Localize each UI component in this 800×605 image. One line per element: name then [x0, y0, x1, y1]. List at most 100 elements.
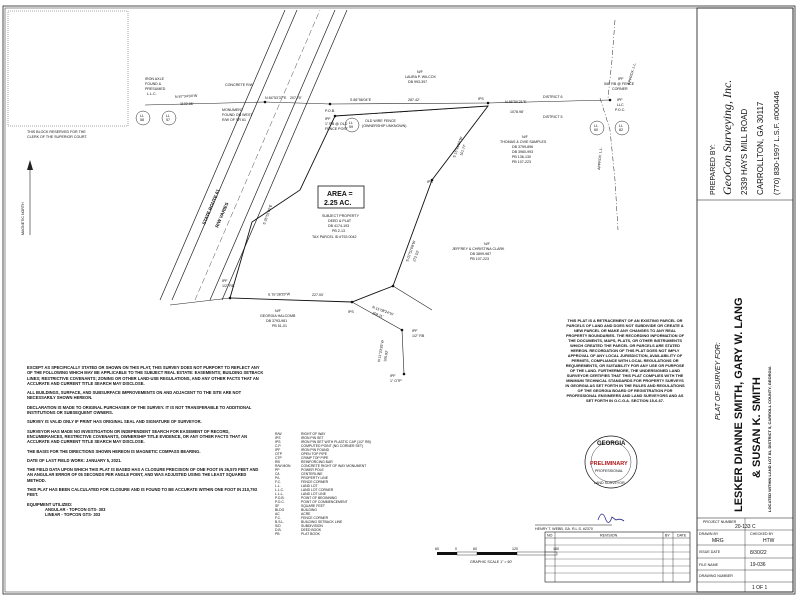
- svg-text:82: 82: [619, 128, 623, 132]
- legend-row: B.S.L.BUILDING SETBACK LINE: [275, 520, 405, 524]
- file-name-label: FILE NAME: [699, 563, 719, 567]
- legend-meaning: DEED BOOK: [301, 528, 322, 532]
- north-boundary-lines: [144, 99, 611, 106]
- surveyor-signature: [597, 513, 625, 523]
- svg-text:0: 0: [455, 547, 457, 551]
- svg-text:1/2" RB: 1/2" RB: [222, 284, 235, 288]
- project-number: 20-133 C: [735, 524, 756, 530]
- svg-text:PB 136-130: PB 136-130: [512, 155, 531, 159]
- bearing-9: N 11°23'35"W: [377, 339, 385, 362]
- svg-text:L.L.C.: L.L.C.: [147, 92, 157, 96]
- svg-text:DB 3793-981: DB 3793-981: [266, 319, 287, 323]
- note-3: DECLARATION IS MADE TO ORIGINAL PURCHASE…: [27, 404, 252, 416]
- legend-meaning: FENCE CORNER: [301, 516, 329, 520]
- drawing-number-label: DRAWING NUMBER: [699, 574, 733, 578]
- legend-row: F.C. FENCE CORNER: [275, 516, 405, 520]
- bearing-4-dist: 1078.98': [510, 110, 524, 114]
- approx-ll-label-2: APPROX. L.L.: [597, 147, 603, 170]
- legend-row: CTP CRIMP TOP PIPE: [275, 456, 405, 460]
- legend-abbr: RB: [275, 460, 280, 464]
- svg-text:1" OTP: 1" OTP: [390, 379, 402, 383]
- legend-row: L.L.L.LAND LOT LINE: [275, 492, 405, 496]
- legend-meaning: IRON PIN FOUND: [301, 448, 330, 452]
- svg-text:60: 60: [594, 128, 598, 132]
- project-number-label: PROJECT NUMBER: [703, 520, 737, 524]
- area-line-1: AREA =: [327, 191, 353, 198]
- svg-text:DATE: DATE: [677, 534, 687, 538]
- svg-text:PB 107-223: PB 107-223: [470, 257, 489, 261]
- company-address-2: CARROLLTON, GA 30117: [756, 101, 765, 195]
- legend-abbr: S/D: [275, 524, 281, 528]
- svg-text:DB 3960-993: DB 3960-993: [512, 150, 533, 154]
- state-route-lines: [159, 9, 348, 301]
- svg-text:59: 59: [349, 125, 353, 129]
- bearing-9-dist: 105.92': [383, 350, 389, 363]
- legend-abbr: D.B.: [275, 528, 282, 532]
- legend-abbr: F.C.: [275, 516, 282, 520]
- svg-text:LL: LL: [349, 121, 353, 125]
- legend-row: S/D SUBDIVISION: [275, 524, 405, 528]
- svg-text:CORNER: CORNER: [612, 87, 628, 91]
- svg-text:PB 107-223: PB 107-223: [512, 160, 531, 164]
- svg-text:IPF: IPF: [325, 117, 331, 121]
- legend-row: D.B. DEED BOOK: [275, 528, 405, 532]
- svg-text:MONUMENT: MONUMENT: [222, 108, 244, 112]
- district-5: DISTRICT 5: [543, 115, 563, 119]
- svg-text:NO: NO: [547, 534, 553, 538]
- drawn-by-label: DRAWN BY: [699, 532, 719, 536]
- south-adjoiner-lines: [169, 285, 433, 375]
- title-block: PREPARED BY: GeoCon Surveying, Inc. 2339…: [696, 7, 794, 593]
- legend-meaning: BUILDING: [301, 508, 318, 512]
- legend-meaning: CRIMP TOP PIPE: [301, 456, 329, 460]
- bearing-5-dist: 101.77': [459, 144, 467, 157]
- svg-text:PB 51-01: PB 51-01: [272, 324, 287, 328]
- legend-meaning: OPEN TOP PIPE: [301, 452, 328, 456]
- svg-text:5/8" RB @ FENCE: 5/8" RB @ FENCE: [604, 82, 635, 86]
- clerk-block: [7, 10, 129, 127]
- bearing-2: N 84°53'37"E: [265, 96, 287, 100]
- bearing-11: S 35°51'00"E: [262, 204, 273, 226]
- north-arrow-icon: MAGNETIC NORTH: [21, 160, 33, 235]
- bearing-3: S 86°56'04"E: [350, 98, 372, 102]
- issue-date-value: 8/30/22: [750, 550, 767, 556]
- bearing-6: S 02°52'08"W: [405, 240, 417, 263]
- ipf-fence-corner-label: IPF: [618, 77, 624, 81]
- north-arrow-label: MAGNETIC NORTH: [21, 202, 25, 235]
- bearing-4: N 86°50'21"E: [505, 100, 527, 104]
- legend-abbr: L.L.L.: [275, 492, 284, 496]
- svg-text:120: 120: [512, 547, 518, 551]
- legend-abbr: L.L.C.: [275, 488, 285, 492]
- seal-mid: PRELIMINARY: [590, 461, 628, 467]
- svg-text:LAURA P. WILCOX: LAURA P. WILCOX: [405, 75, 436, 79]
- legend-abbr: PP: [275, 468, 280, 472]
- svg-text:PRESUMED: PRESUMED: [145, 87, 166, 91]
- svg-text:THOMAS & OVIE SAMPLES: THOMAS & OVIE SAMPLES: [500, 140, 547, 144]
- bearing-2-dist: 207.70': [290, 96, 302, 100]
- ipf-half-rb-label: IPF: [222, 279, 228, 283]
- area-line-2: 2.25 AC.: [324, 200, 351, 207]
- bearing-5: S 15°44'00"W: [452, 136, 464, 159]
- clerk-block-text-2: CLERK OF THE SUPERIOR COURT.: [27, 135, 87, 139]
- svg-text:60: 60: [435, 547, 439, 551]
- svg-text:BY: BY: [665, 534, 670, 538]
- svg-text:DB 993-397: DB 993-397: [408, 80, 427, 84]
- legend-row: P.O.B.POINT OF BEGINNING: [275, 496, 405, 500]
- legend-abbr: PB: [275, 532, 280, 536]
- svg-text:180: 180: [553, 547, 559, 551]
- legend-abbr: CTP: [275, 456, 282, 460]
- clark-label-1: N/F: [484, 242, 491, 246]
- legend-row: F.C.FENCE CORNER: [275, 480, 405, 484]
- legend-meaning: SUBDIVISION: [301, 524, 323, 528]
- approx-ll-label: APPROX. L.L.: [627, 62, 637, 85]
- note-8: THE FIELD DATA UPON WHICH THIS PLAT IS B…: [27, 467, 259, 483]
- ips-1: IPS: [478, 97, 484, 101]
- plat-for: PLAT OF SURVEY FOR:: [715, 342, 722, 420]
- legend-meaning: FENCE CORNER: [301, 480, 329, 484]
- certification-note: THIS PLAT IS A RETRACEMENT OF AN EXISTIN…: [565, 318, 685, 403]
